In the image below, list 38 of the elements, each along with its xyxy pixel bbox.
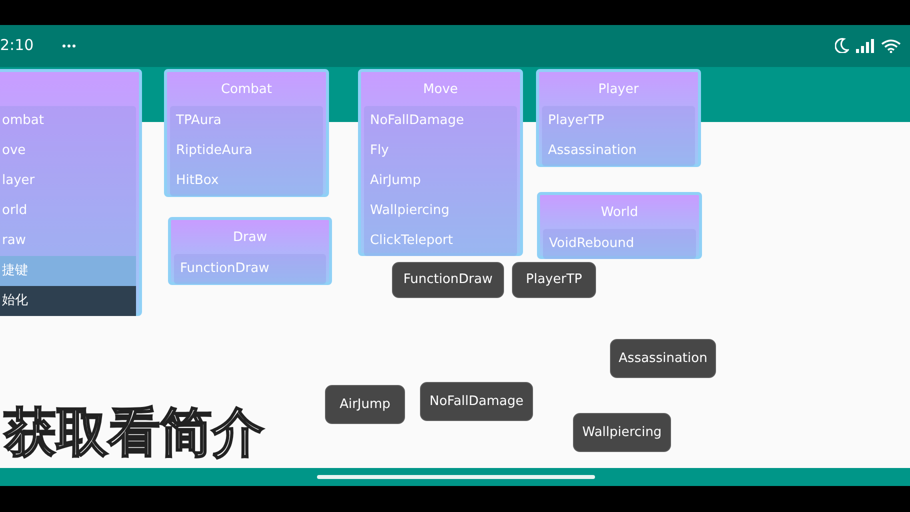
menu-item: Fly [364, 136, 517, 166]
menu-panel [536, 69, 701, 167]
floating-button: Assassination [610, 339, 716, 378]
menu-item: ClickTeleport [364, 226, 517, 256]
menu-panel [358, 69, 523, 256]
menu-item: ove [0, 136, 136, 166]
floating-button: FunctionDraw [392, 262, 504, 298]
menu-panel [164, 69, 329, 197]
menu-item: AirJump [364, 166, 517, 196]
menu-item: Wallpiercing [364, 196, 517, 226]
floating-button: PlayerTP [512, 262, 596, 298]
menu-item: FunctionDraw [174, 254, 326, 284]
subtitle-text: 获取看简介 [4, 402, 264, 465]
panel-title: World [600, 204, 640, 222]
floating-button: Wallpiercing [573, 413, 671, 452]
menu-item: Assassination [542, 136, 695, 166]
menu-item: 捷键 [0, 256, 136, 286]
panel-title: Draw [232, 229, 268, 247]
floating-button: NoFallDamage [420, 382, 533, 421]
panel-title: Move [422, 81, 459, 99]
menu-panel [0, 69, 142, 316]
menu-item: PlayerTP [542, 106, 695, 136]
menu-item: VoidRebound [543, 229, 696, 259]
menu-item: raw [0, 226, 136, 256]
panel-title: Player [597, 81, 640, 99]
menu-panel [168, 217, 332, 285]
menu-item: layer [0, 166, 136, 196]
menu-item: orld [0, 196, 136, 226]
menu-item: RiptideAura [170, 136, 323, 166]
floating-button: AirJump [325, 385, 405, 424]
menu-item: NoFallDamage [364, 106, 517, 136]
menu-item: ombat [0, 106, 136, 136]
menu-item: TPAura [170, 106, 323, 136]
menu-item: HitBox [170, 166, 323, 196]
menu-item: 始化 [0, 286, 136, 316]
menu-panel [537, 192, 702, 259]
clock-text: 2:10 [0, 36, 34, 54]
panel-title: Combat [220, 81, 273, 99]
